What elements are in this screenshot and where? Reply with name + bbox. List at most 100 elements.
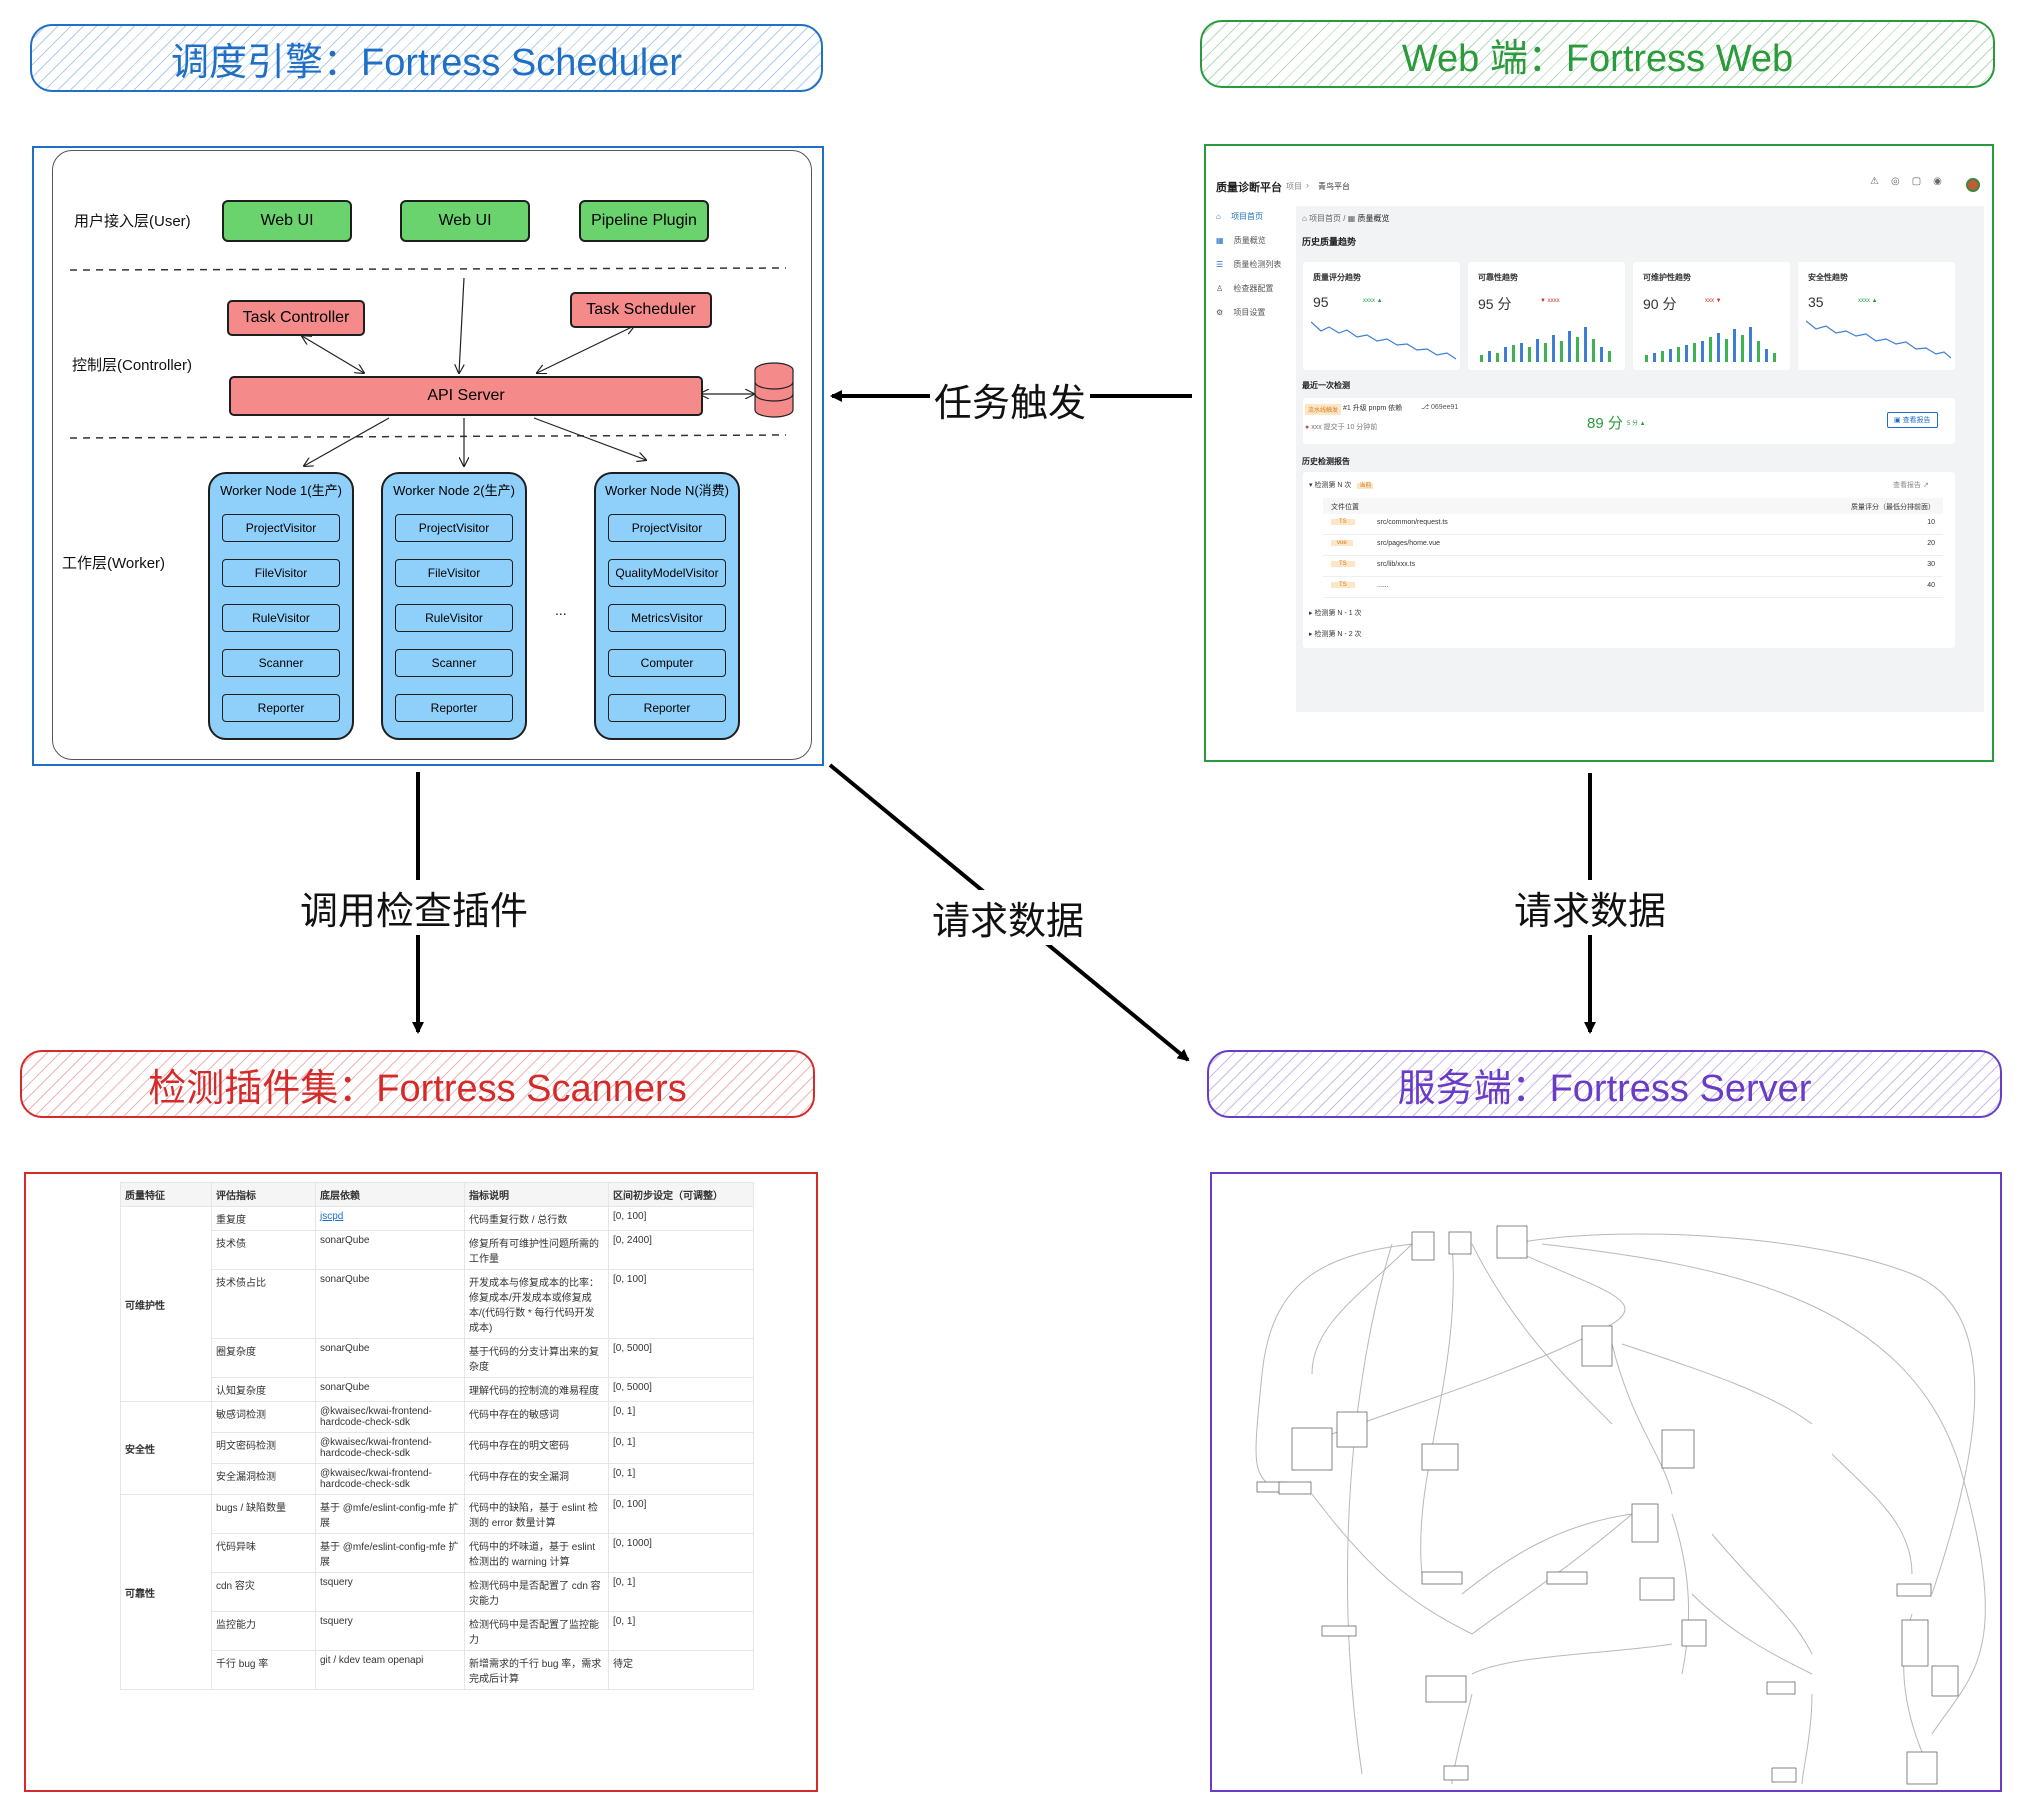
table-cell: 基于代码的分支计算出来的复杂度 [464, 1338, 609, 1378]
table-header-cell: 底层依赖 [315, 1182, 465, 1207]
table-cell: 监控能力 [211, 1611, 316, 1651]
table-row: 安全性敏感词检测@kwaisec/kwai-frontend-hardcode-… [120, 1401, 754, 1495]
table-header-cell: 指标说明 [464, 1182, 609, 1207]
table-cell: 待定 [608, 1650, 754, 1690]
table-cell: [0, 1] [608, 1463, 754, 1495]
view-report-label: 查看报告 [1902, 417, 1931, 424]
worker-step: Reporter [608, 694, 726, 722]
table-row: 安全漏洞检测@kwaisec/kwai-frontend-hardcode-ch… [121, 1463, 754, 1495]
section-trend-title: 历史质量趋势 [1302, 237, 1357, 247]
history-current[interactable]: ▾ 检测第 N 次 当前 [1309, 482, 1374, 489]
trend-line-quality [1311, 321, 1456, 360]
table-row: 代码异味基于 @mfe/eslint-config-mfe 扩展代码中的坏味道，… [121, 1533, 754, 1573]
card-delta-text: xxxx [1547, 298, 1560, 304]
worker-step: Reporter [395, 694, 513, 722]
trend-line-security [1806, 320, 1951, 359]
web-panel: 质量诊断平台 项目 › 青鸟平台 ⚠◎▢◉ ⌂ 项目首页 ▦ 质量概览 ☰ 质量… [1204, 144, 1994, 762]
task-controller-node: Task Controller [227, 300, 365, 336]
worker-title: Worker Node N(消费) [604, 483, 729, 498]
server-header: 服务端：Fortress Server [1207, 1050, 2002, 1118]
history-row: TS src/lib/xxx.ts 30 [1323, 556, 1943, 577]
table-cell: 修复所有可维护性问题所需的工作量 [464, 1230, 609, 1270]
history-view-label: 查看报告 [1893, 482, 1921, 489]
user-avatar [1966, 178, 1980, 192]
card-value: 95 分 [1478, 296, 1512, 312]
card-delta: xxx ▼ [1705, 298, 1722, 304]
table-cell: 理解代码的控制流的难易程度 [464, 1377, 609, 1402]
table-cell: 代码重复行数 / 总行数 [464, 1206, 609, 1231]
worker-node-2: Worker Node 2(生产) ProjectVisitor FileVis… [381, 472, 527, 740]
worker-step: FileVisitor [395, 559, 513, 587]
card-delta: xxxx ▲ [1363, 298, 1383, 304]
controller-layer-label: 控制层(Controller) [72, 357, 193, 374]
history-prev-2[interactable]: ▸ 检测第 N - 2 次 [1309, 631, 1362, 638]
worker-layer-label: 工作层(Worker) [62, 555, 166, 572]
table-cell: [0, 1] [608, 1401, 754, 1433]
scheduler-panel: 用户接入层(User) 控制层(Controller) 工作层(Worker) … [32, 146, 824, 766]
table-cell: [0, 100] [608, 1494, 754, 1534]
trend-card-maintainability: 可维护性趋势 90 分 xxx ▼ [1633, 262, 1790, 370]
table-cell[interactable]: jscpd [315, 1206, 465, 1231]
view-report-button[interactable]: ▣ 查看报告 [1887, 412, 1938, 428]
table-cell: 千行 bug 率 [211, 1650, 316, 1690]
table-cell: sonarQube [315, 1230, 465, 1270]
table-cell: [0, 1000] [608, 1533, 754, 1573]
table-cell: 代码中的坏味道，基于 eslint 检测出的 warning 计算 [464, 1533, 609, 1573]
api-server-node: API Server [229, 376, 703, 416]
web-breadcrumb-current: 青鸟平台 [1318, 182, 1350, 191]
scheduler-header: 调度引擎：Fortress Scheduler [30, 24, 823, 92]
card-value: 90 分 [1643, 296, 1677, 312]
table-cell: 新增需求的千行 bug 率，需求完成后计算 [464, 1650, 609, 1690]
history-row-score: 40 [1927, 582, 1935, 589]
web-breadcrumb-sep: › [1306, 180, 1309, 190]
page-crumb-home: 项目首页 [1309, 214, 1342, 223]
history-card: ▾ 检测第 N 次 当前 查看报告 ↗ 文件位置 质量评分（最低分排前面） TS… [1303, 472, 1955, 648]
web-ui-node-1: Web UI [222, 200, 352, 242]
task-scheduler-node: Task Scheduler [570, 292, 712, 328]
table-cell: 代码中的缺陷，基于 eslint 检测的 error 数量计算 [464, 1494, 609, 1534]
history-prev-1[interactable]: ▸ 检测第 N - 1 次 [1309, 610, 1362, 617]
page-crumb: ⌂ 项目首页 / ▦ 质量概览 [1302, 214, 1390, 223]
table-cell: 认知复杂度 [211, 1377, 316, 1402]
worker-step: MetricsVisitor [608, 604, 726, 632]
last-check-hash-text: 069ee91 [1431, 404, 1459, 411]
bars-maintainability [1645, 327, 1776, 362]
sidebar-item-label: 质量概览 [1233, 236, 1266, 245]
table-cell: cdn 容灾 [211, 1572, 316, 1612]
history-row-score: 30 [1927, 561, 1935, 568]
table-cell: @kwaisec/kwai-frontend-hardcode-check-sd… [315, 1401, 465, 1433]
table-cell: [0, 1] [608, 1572, 754, 1612]
history-view-link[interactable]: 查看报告 ↗ [1893, 482, 1929, 489]
sidebar-item-overview: ▦ 质量概览 [1216, 236, 1266, 245]
history-row-score: 20 [1927, 540, 1935, 547]
section-last-title: 最近一次检测 [1302, 381, 1350, 390]
scheduler-lines [69, 267, 794, 768]
card-delta-text: xxxx [1858, 298, 1870, 304]
card-title: 质量评分趋势 [1313, 273, 1361, 282]
history-row-lang: TS [1331, 582, 1355, 588]
worker-title: Worker Node 2(生产) [393, 483, 515, 498]
task-trigger-label: 任务触发 [930, 372, 1091, 427]
table-cell: bugs / 缺陷数量 [211, 1494, 316, 1534]
table-cell: 检测代码中是否配置了监控能力 [464, 1611, 609, 1651]
last-check-commit: #1 升级 pnpm 依赖 [1343, 405, 1403, 412]
scanners-header: 检测插件集：Fortress Scanners [20, 1050, 815, 1118]
history-row-lang: TS [1331, 519, 1355, 525]
table-cell: [0, 5000] [608, 1377, 754, 1402]
table-cell: 技术债 [211, 1230, 316, 1270]
card-title: 可维护性趋势 [1643, 273, 1691, 282]
table-cell: [0, 100] [608, 1269, 754, 1339]
trend-card-security: 安全性趋势 35 xxxx ▲ [1798, 262, 1955, 370]
worker-step: RuleVisitor [395, 604, 513, 632]
worker-step: QualityModelVisitor [608, 559, 726, 587]
worker-step: FileVisitor [222, 559, 340, 587]
table-cell: sonarQube [315, 1269, 465, 1339]
table-cell: 代码中存在的明文密码 [464, 1432, 609, 1464]
table-header-row: 质量特征 评估指标 底层依赖 指标说明 区间初步设定（可调整） [120, 1182, 754, 1207]
quality-feature-cell: 可维护性 [120, 1206, 212, 1402]
